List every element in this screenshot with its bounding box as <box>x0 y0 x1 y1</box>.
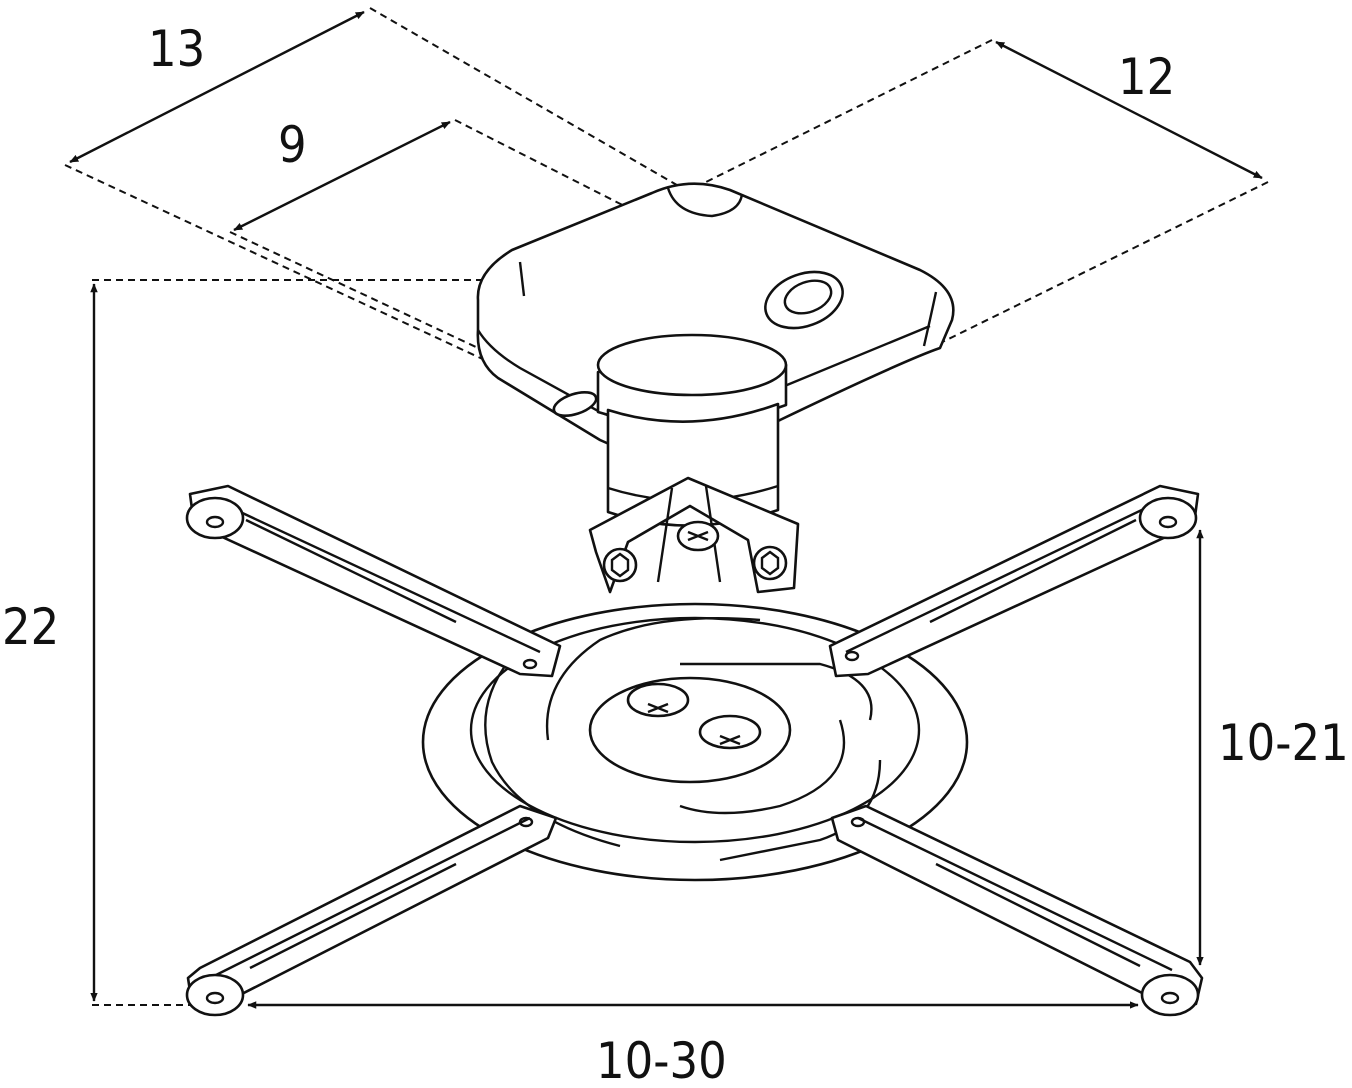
dimension-labels: 13 9 12 22 10-21 10-30 <box>2 20 1349 1088</box>
arrow-width-plate <box>995 40 1263 180</box>
label-arm-vertical: 10-21 <box>1218 714 1349 772</box>
arm-upper-left <box>185 484 562 678</box>
arrow-depth-outer <box>69 10 365 164</box>
arm-upper-right <box>828 484 1200 678</box>
adapter-plate <box>421 602 969 882</box>
label-arm-horizontal: 10-30 <box>596 1032 727 1088</box>
arm-lower-left <box>185 804 558 1017</box>
dimension-arrows <box>69 10 1263 1009</box>
label-depth-outer: 13 <box>148 20 205 78</box>
arm-lower-right <box>830 804 1204 1017</box>
label-height-total: 22 <box>2 598 59 656</box>
mount-arms <box>185 484 1204 1017</box>
label-depth-inner: 9 <box>278 116 307 174</box>
mount-column <box>588 333 800 594</box>
arrow-depth-inner <box>233 120 451 232</box>
label-width-plate: 12 <box>1118 48 1175 106</box>
